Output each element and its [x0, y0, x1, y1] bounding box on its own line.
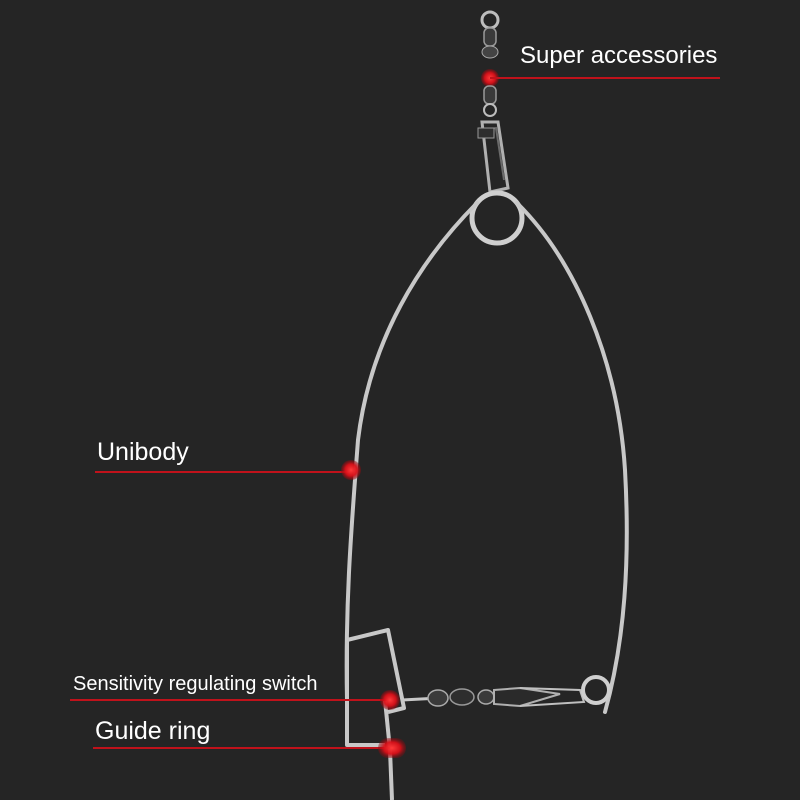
- sensitivity-marker: [380, 690, 400, 710]
- label-sensitivity-regulating-switch: Sensitivity regulating switch: [73, 673, 318, 695]
- label-unibody: Unibody: [97, 438, 189, 466]
- label-guide-ring: Guide ring: [95, 717, 211, 745]
- label-super-accessories: Super accessories: [520, 42, 718, 69]
- unibody-marker: [341, 460, 361, 480]
- guide-ring-marker: [378, 738, 406, 758]
- sensitivity-bracket: [345, 628, 406, 800]
- leader-lines: [70, 77, 720, 749]
- unibody-frame: [344, 201, 629, 714]
- bottom-swivel-snap: [401, 675, 611, 708]
- top-ring: [469, 190, 525, 246]
- top-swivel: [480, 10, 500, 117]
- top-snap-clip: [477, 120, 510, 194]
